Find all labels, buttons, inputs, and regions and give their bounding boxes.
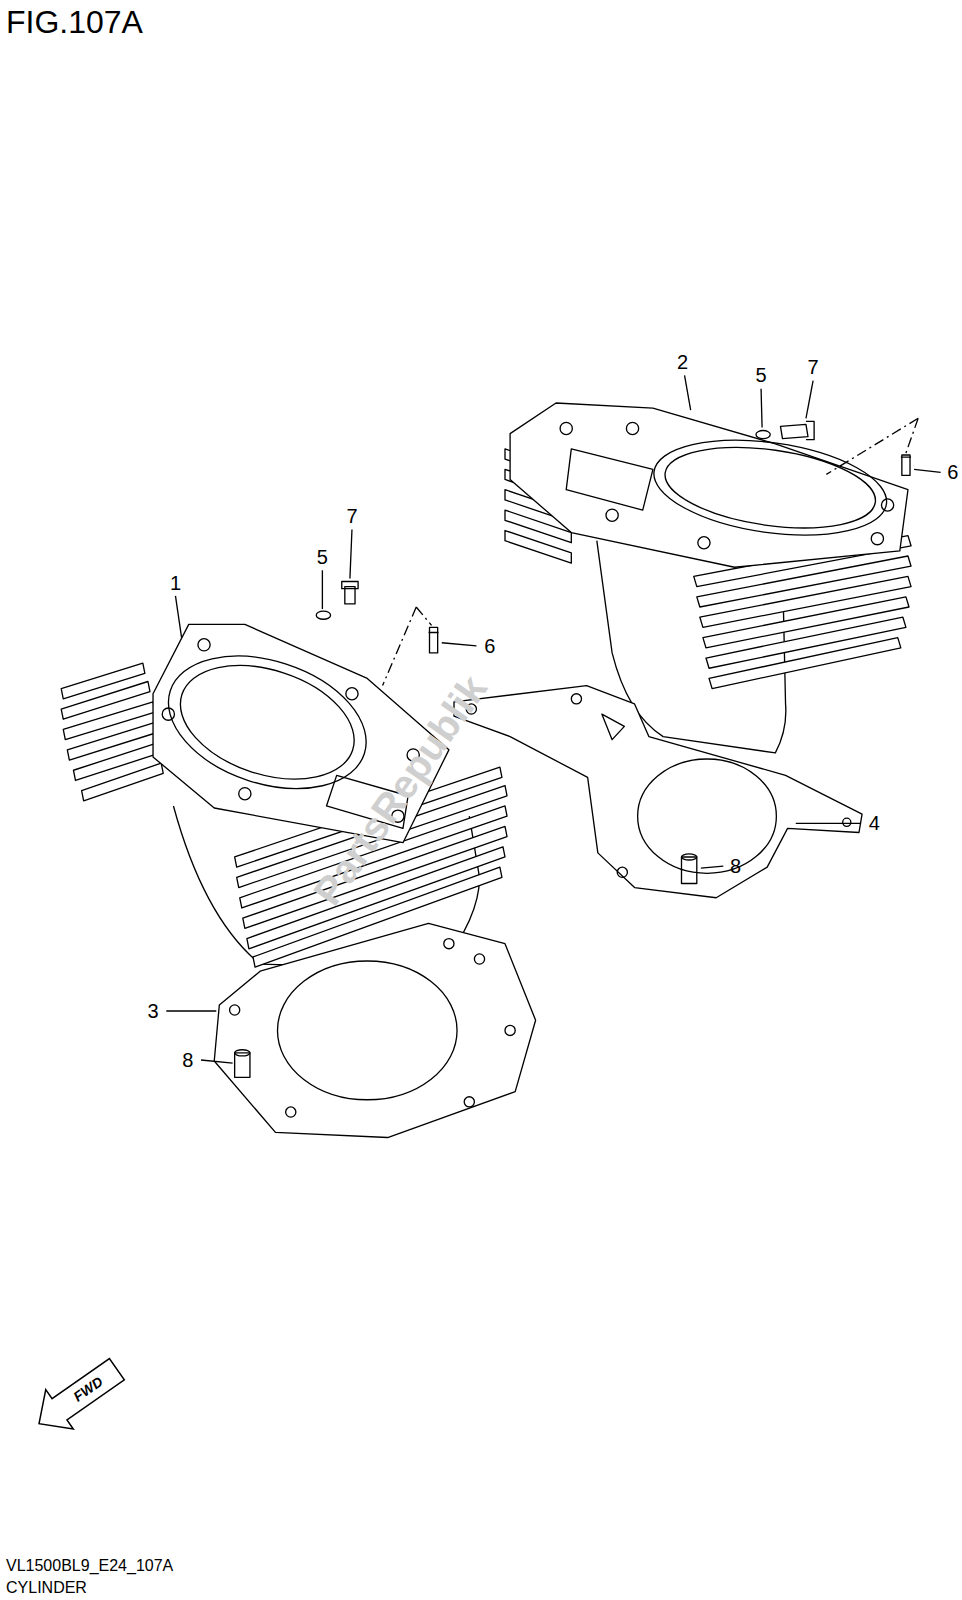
callout-number: 7	[346, 506, 357, 526]
callout-number: 8	[182, 1050, 193, 1070]
callout-number: 6	[947, 462, 958, 482]
figure-title: FIG.107A	[6, 6, 143, 38]
callout-number: 5	[317, 547, 328, 567]
callout-number: 1	[170, 573, 181, 593]
callout-number: 3	[147, 1001, 158, 1021]
callout-number: 2	[677, 352, 688, 372]
drawing-code: VL1500BL9_E24_107A	[6, 1558, 173, 1574]
callout-number: 8	[730, 856, 741, 876]
callout-number: 5	[756, 365, 767, 385]
callout-number: 6	[484, 636, 495, 656]
figure-caption: CYLINDER	[6, 1580, 87, 1596]
callout-number: 4	[869, 813, 880, 833]
callout-number: 7	[808, 357, 819, 377]
